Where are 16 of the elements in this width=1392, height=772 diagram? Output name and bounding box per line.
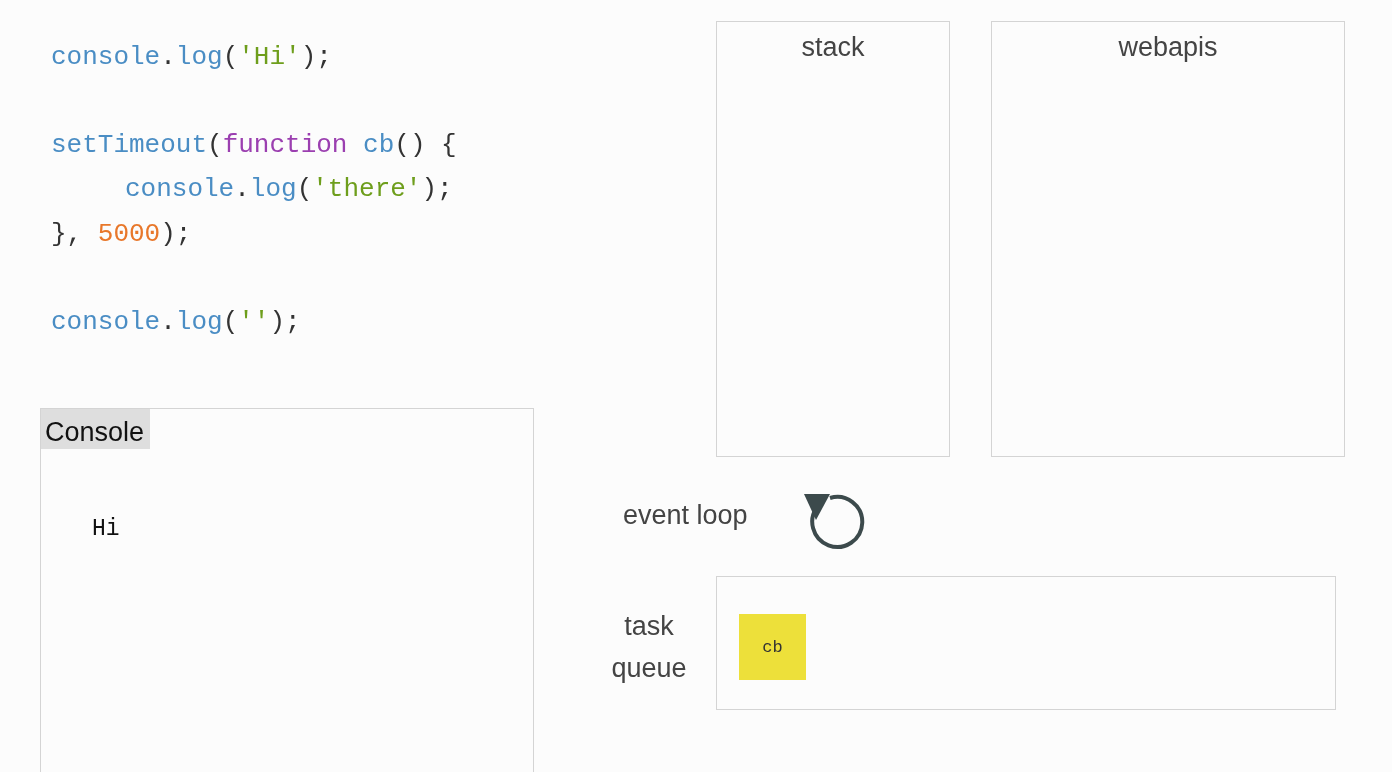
console-panel bbox=[40, 408, 534, 772]
panel-title: stack bbox=[800, 32, 866, 63]
console-header: Console bbox=[41, 409, 151, 449]
code-line: console.log('there'); bbox=[125, 174, 453, 204]
callback-label: cb bbox=[762, 637, 783, 657]
code-line: console.log(''); bbox=[51, 307, 301, 337]
code-line: console.log('Hi'); bbox=[51, 42, 332, 72]
code-line: }, 5000); bbox=[51, 219, 192, 249]
stack-box bbox=[716, 21, 950, 457]
queue-label: task queue bbox=[610, 610, 688, 685]
code-line: setTimeout(function cb() { bbox=[51, 130, 457, 160]
event-loop-label: event loop bbox=[623, 500, 748, 531]
webapis-box bbox=[991, 21, 1345, 457]
panel-title: webapis bbox=[1117, 32, 1219, 63]
callback-box bbox=[739, 614, 806, 680]
console-output: Hi bbox=[92, 516, 120, 542]
